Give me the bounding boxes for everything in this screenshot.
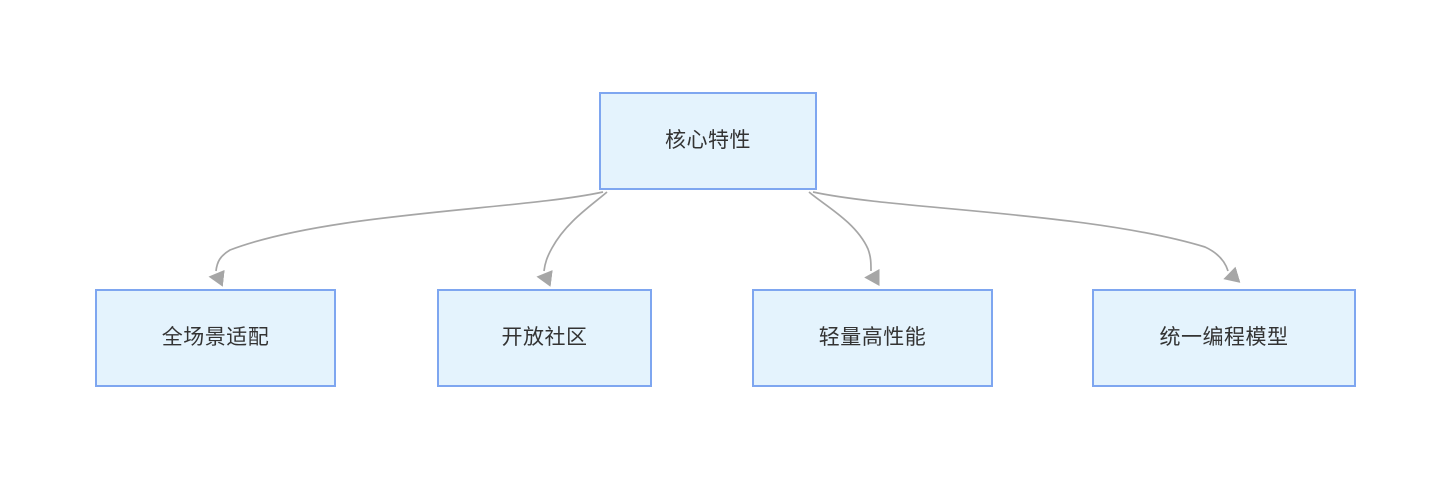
node-child-2-label: 轻量高性能 (818, 326, 927, 350)
node-child-1-label: 开放社区 (501, 326, 588, 350)
node-child-quanchangjing[interactable]: 全场景适配 (95, 289, 336, 387)
node-root[interactable]: 核心特性 (599, 92, 817, 190)
node-root-label: 核心特性 (665, 129, 751, 153)
edge-root-to-child-0 (208, 191, 604, 287)
node-child-qingliang[interactable]: 轻量高性能 (752, 289, 993, 387)
node-child-0-label: 全场景适配 (161, 326, 270, 350)
node-child-kaifangshequ[interactable]: 开放社区 (437, 289, 652, 387)
edge-root-to-child-3 (812, 191, 1241, 283)
edge-root-to-child-1 (536, 191, 608, 287)
edge-root-to-child-2 (808, 191, 880, 286)
node-child-3-label: 统一编程模型 (1159, 326, 1289, 350)
node-child-tongyibiancheng[interactable]: 统一编程模型 (1092, 289, 1356, 387)
